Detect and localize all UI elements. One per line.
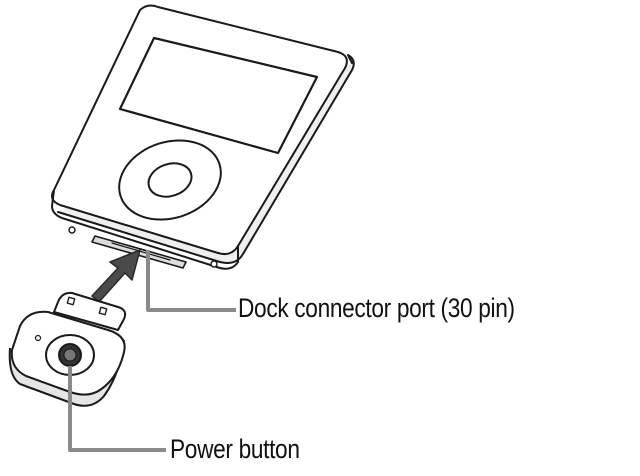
device-screen xyxy=(118,36,319,155)
arrow-shaft-and-head xyxy=(91,249,141,303)
insert-arrow xyxy=(91,249,141,303)
power-button-leader xyxy=(68,366,166,452)
headphone-jack xyxy=(210,260,218,268)
remote-led xyxy=(34,334,42,342)
power-button-label: Power button xyxy=(170,434,300,464)
device-bottom-edge xyxy=(51,189,239,270)
dock-port-leader xyxy=(146,250,236,312)
ipod-device xyxy=(51,4,355,270)
power-remote xyxy=(8,291,127,407)
leader-lines xyxy=(68,250,236,452)
hold-switch xyxy=(68,226,76,234)
dock-connector-port-label: Dock connector port (30 pin) xyxy=(238,293,515,323)
center-button xyxy=(147,162,193,198)
